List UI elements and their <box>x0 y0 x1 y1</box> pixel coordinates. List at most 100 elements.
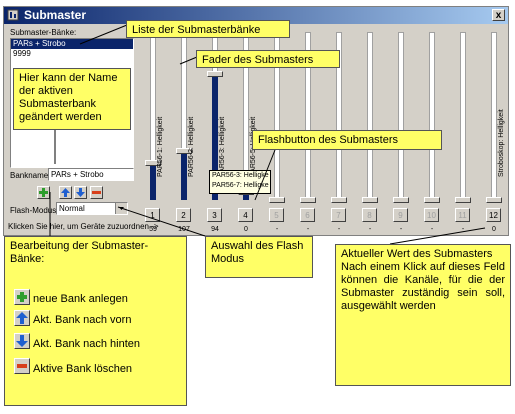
submaster-value-5[interactable]: - <box>275 226 279 233</box>
close-button[interactable]: x <box>492 9 505 21</box>
title-bar: Submaster x <box>4 7 508 24</box>
submaster-value-8[interactable]: - <box>368 226 372 233</box>
callout-rename: Hier kann der Name der aktiven Submaster… <box>13 68 131 130</box>
fader-channel-label: PAR56-1: Helligkeit <box>157 116 164 177</box>
fader-handle[interactable] <box>145 160 161 166</box>
bank-list-item[interactable]: 9999 <box>13 49 31 58</box>
flash-button-6[interactable]: 6 <box>300 208 315 222</box>
fader-3[interactable]: PAR56-3: Helligkeit <box>207 32 226 200</box>
fader-channel-label: PAR56-2: Helligkeit <box>188 116 195 177</box>
submaster-value-2[interactable]: 107 <box>178 226 190 233</box>
legend-arrow-up-icon <box>14 310 30 326</box>
fader-handle[interactable] <box>207 71 223 77</box>
bank-editing-title: Bearbeitung der Submaster-Bänke: <box>10 240 149 265</box>
fader-12[interactable]: Stroboskop: Helligkeit <box>486 32 505 203</box>
fader-channel-label: PAR56-3: Helligkeit <box>219 116 226 177</box>
submaster-value-3[interactable]: 94 <box>211 226 219 233</box>
fader-level <box>150 163 156 200</box>
flash-button-10[interactable]: 10 <box>424 208 439 222</box>
fader-level <box>212 74 218 200</box>
fader-1[interactable]: PAR56-1: Helligkeit <box>145 32 164 200</box>
submaster-value-4[interactable]: 0 <box>244 226 248 233</box>
fader-handle <box>362 197 378 203</box>
flash-button-11[interactable]: 11 <box>455 208 470 222</box>
flash-button-8[interactable]: 8 <box>362 208 377 222</box>
fader-handle <box>393 197 409 203</box>
flash-button-7[interactable]: 7 <box>331 208 346 222</box>
add-bank-button[interactable] <box>37 186 50 199</box>
fader-handle <box>331 197 347 203</box>
tooltip-line: PAR56-3: Helligke <box>212 172 269 179</box>
fader-6 <box>300 32 316 203</box>
callout-flashmode: Auswahl des Flash Modus <box>205 236 313 278</box>
arrow-down-icon <box>76 188 85 197</box>
flash-button-4[interactable]: 4 <box>238 208 253 222</box>
bank-list-item[interactable]: PARs + Strobo <box>11 39 133 49</box>
submaster-app-icon <box>7 9 19 21</box>
fader-handle[interactable] <box>486 197 502 203</box>
fader-level <box>243 192 249 200</box>
flash-button-9[interactable]: 9 <box>393 208 408 222</box>
submaster-value-6[interactable]: - <box>306 226 310 233</box>
submaster-value-7[interactable]: - <box>337 226 341 233</box>
legend-move-back: Akt. Bank nach hinten <box>33 338 141 350</box>
fader-track <box>491 32 497 200</box>
fader-handle[interactable] <box>176 148 192 154</box>
fader-7 <box>331 32 347 203</box>
fader-2[interactable]: PAR56-2: Helligkeit <box>176 32 195 200</box>
fader-track <box>398 32 404 200</box>
move-bank-up-button[interactable] <box>59 186 72 199</box>
legend-move-forward: Akt. Bank nach vorn <box>33 314 132 326</box>
fader-track <box>367 32 373 200</box>
flash-button-1[interactable]: 1 <box>145 208 160 222</box>
flash-button-3[interactable]: 3 <box>207 208 222 222</box>
minus-icon <box>92 191 101 194</box>
flashmode-label: Flash-Modus: <box>10 206 59 215</box>
value-callout-title: Aktueller Wert des Submasters <box>341 248 493 260</box>
fader-level <box>181 151 187 200</box>
value-callout-detail: Nach einem Klick auf dieses Feld können … <box>341 261 505 312</box>
move-bank-down-button[interactable] <box>74 186 87 199</box>
legend-new-bank: neue Bank anlegen <box>33 293 128 305</box>
bankname-input[interactable]: PARs + Strobo <box>48 168 134 181</box>
tooltip-line: PAR56-7: Helligke <box>212 182 269 189</box>
delete-bank-button[interactable] <box>90 186 103 199</box>
submaster-value-1[interactable]: 59 <box>149 226 157 233</box>
window-title: Submaster <box>24 8 87 22</box>
callout-flashbutton: Flashbutton des Submasters <box>252 130 442 150</box>
callout-value: Aktueller Wert des Submasters Nach einem… <box>335 244 511 386</box>
fader-handle <box>455 197 471 203</box>
flashmode-select[interactable]: Normal <box>56 202 128 215</box>
fader-8 <box>362 32 378 203</box>
fader-9 <box>393 32 409 203</box>
submaster-value-12[interactable]: 0 <box>492 226 496 233</box>
bank-list-label: Submaster-Bänke: <box>10 28 77 37</box>
legend-delete-bank: Aktive Bank löschen <box>33 363 133 375</box>
arrow-up-icon <box>61 188 70 197</box>
fader-tooltip: PAR56-3: Helligke PAR56-7: Helligke <box>209 170 271 194</box>
fader-10 <box>424 32 440 203</box>
legend-minus-icon <box>14 358 30 374</box>
fader-11 <box>455 32 471 203</box>
plus-icon <box>39 188 48 197</box>
submaster-window: Submaster x Submaster-Bänke: PARs + Stro… <box>3 6 509 236</box>
fader-track <box>460 32 466 200</box>
callout-bank-editing: Bearbeitung der Submaster-Bänke: <box>4 236 187 406</box>
flash-button-5[interactable]: 5 <box>269 208 284 222</box>
assign-devices-hint: Klicken Sie hier, um Geräte zuzuordnen -… <box>8 222 159 231</box>
flash-button-2[interactable]: 2 <box>176 208 191 222</box>
callout-fader: Fader des Submasters <box>196 50 340 68</box>
fader-handle <box>269 197 285 203</box>
fader-handle <box>424 197 440 203</box>
fader-handle <box>300 197 316 203</box>
callout-list: Liste der Submasterbänke <box>126 20 290 38</box>
submaster-value-9[interactable]: - <box>399 226 403 233</box>
submaster-value-11[interactable]: - <box>461 226 465 233</box>
chevron-down-icon[interactable] <box>115 203 127 214</box>
submaster-value-10[interactable]: - <box>430 226 434 233</box>
flash-button-12[interactable]: 12 <box>486 208 501 222</box>
legend-plus-icon <box>14 289 30 305</box>
fader-channel-label: Stroboskop: Helligkeit <box>498 109 505 177</box>
bankname-label: Bankname: <box>10 171 51 180</box>
flashmode-value: Normal <box>59 204 85 213</box>
